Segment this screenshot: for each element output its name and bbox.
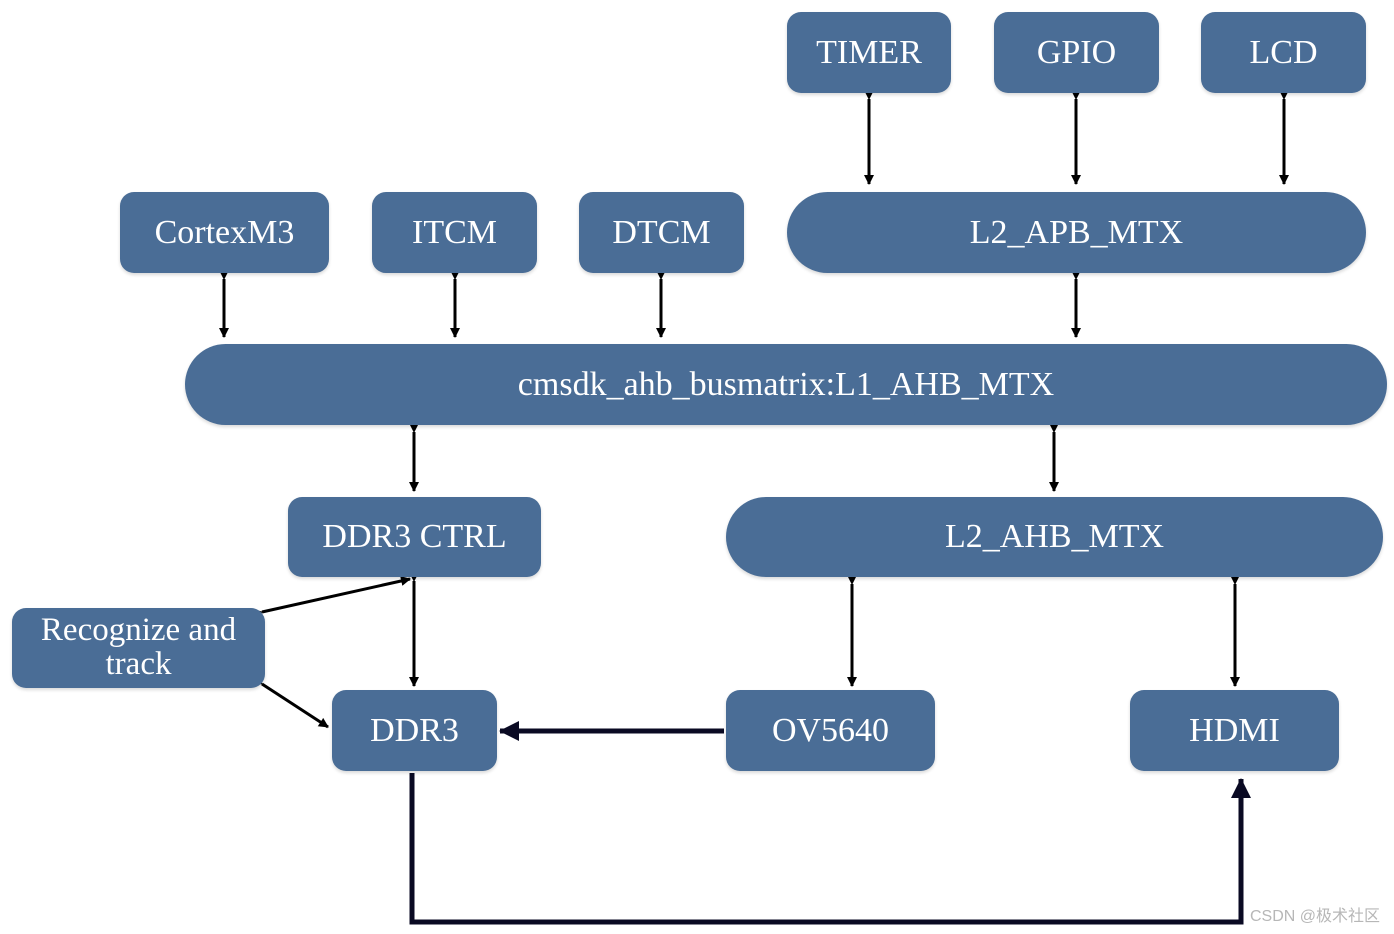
arrow-ddr3-hdmi [409,773,1251,925]
arrow-recognize-ddr3ctrl [252,576,411,619]
gpio-block: GPIO [994,12,1159,93]
itcm-block: ITCM [372,192,537,273]
timer-block: TIMER [787,12,951,93]
recognize-and-track-line1: Recognize and [40,612,237,649]
ov5640-block: OV5640 [726,690,935,771]
ddr3-ctrl-block: DDR3 CTRL [288,497,541,577]
l1-ahb-mtx-bus: cmsdk_ahb_busmatrix:L1_AHB_MTX [185,344,1387,425]
l2-apb-mtx-bus: L2_APB_MTX [787,192,1366,273]
ddr3-block: DDR3 [332,690,497,771]
l2-ahb-mtx-bus: L2_AHB_MTX [726,497,1383,577]
arrow-recognize-ddr3 [251,674,329,729]
watermark-text: CSDN @极术社区 [1249,908,1380,925]
dtcm-block: DTCM [579,192,744,273]
recognize-and-track-line2: track [105,646,172,682]
cortexm3-block: CortexM3 [120,192,329,273]
lcd-block: LCD [1201,12,1366,93]
recognize-and-track-block: Recognize and track [12,608,265,688]
hdmi-block: HDMI [1130,690,1339,771]
